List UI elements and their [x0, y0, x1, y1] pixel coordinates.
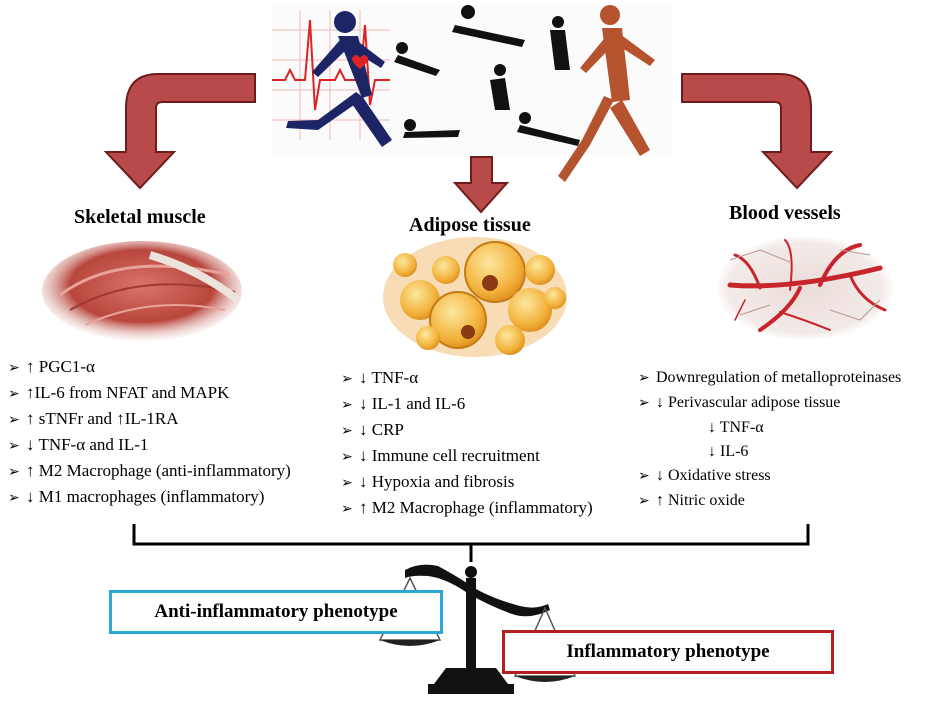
adipose-tissue-title: Adipose tissue — [409, 214, 531, 236]
effect-text: ↓ TNF-α — [359, 368, 419, 387]
bullet-arrow-icon: ➢ — [638, 396, 650, 411]
bullet-arrow-icon: ➢ — [8, 465, 20, 480]
blood-vessels-image — [717, 236, 893, 340]
effect-item: ➢ ↓ IL-1 and IL-6 — [341, 392, 593, 418]
skeletal-muscle-title: Skeletal muscle — [74, 206, 206, 228]
skeletal-muscle-image — [42, 241, 242, 341]
effect-text: Downregulation of metalloproteinases — [656, 369, 902, 386]
bullet-arrow-icon: ➢ — [341, 398, 353, 413]
bullet-arrow-icon: ➢ — [8, 439, 20, 454]
heart-icon — [352, 55, 368, 69]
arrow-center — [452, 156, 510, 214]
anti-inflammatory-phenotype-label: Anti-inflammatory phenotype — [154, 601, 398, 622]
effect-text: ↑ sTNFr and ↑IL-1RA — [26, 409, 179, 428]
ecg-trace — [272, 19, 390, 111]
bullet-arrow-icon: ➢ — [341, 424, 353, 439]
anti-inflammatory-phenotype-box: Anti-inflammatory phenotype — [109, 590, 443, 634]
bullet-arrow-icon: ➢ — [638, 469, 650, 484]
arrow-left — [103, 73, 256, 190]
bullet-arrow-icon: ➢ — [8, 387, 20, 402]
exercise-silhouettes — [394, 5, 580, 146]
effect-text: ↓ Oxidative stress — [656, 467, 771, 484]
bullet-arrow-icon: ➢ — [341, 372, 353, 387]
effect-text: ↓ Hypoxia and fibrosis — [359, 472, 515, 491]
effect-text: ↓ IL-6 — [708, 443, 749, 460]
effect-text: ↑ M2 Macrophage (inflammatory) — [359, 498, 593, 517]
bullet-arrow-icon: ➢ — [8, 413, 20, 428]
effect-text: ↑ PGC1-α — [26, 357, 95, 376]
effect-text: ↑ Nitric oxide — [656, 492, 745, 509]
effect-item: ➢ ↓ TNF-α — [341, 366, 593, 392]
bullet-arrow-icon: ➢ — [341, 450, 353, 465]
effect-item: ➢ ↓ Hypoxia and fibrosis — [341, 470, 593, 496]
effect-item: ↓ TNF-α — [638, 416, 901, 440]
effect-item: ➢ ↑ M2 Macrophage (inflammatory) — [341, 496, 593, 522]
effect-text: ↓ Immune cell recruitment — [359, 446, 540, 465]
balance-scale-icon — [378, 564, 577, 694]
effect-text: ↑ M2 Macrophage (anti-inflammatory) — [26, 461, 291, 480]
exercise-montage — [272, 5, 672, 182]
runner-silhouette — [286, 11, 392, 147]
effect-text: ↓ CRP — [359, 420, 404, 439]
effect-text: ↓ TNF-α — [708, 419, 764, 436]
anatomy-runner — [558, 5, 655, 182]
effect-item: ➢ ↓ Perivascular adipose tissue — [638, 391, 901, 416]
effect-item: ➢ ↓ M1 macrophages (inflammatory) — [8, 485, 291, 511]
effect-item: ➢ ↓ CRP — [341, 418, 593, 444]
inflammatory-phenotype-label: Inflammatory phenotype — [566, 641, 770, 662]
effect-item: ➢ ↑ Nitric oxide — [638, 489, 901, 514]
adipose-tissue-effects-list: ➢ ↓ TNF-α ➢ ↓ IL-1 and IL-6 ➢ ↓ CRP ➢ ↓ Immune … — [341, 366, 593, 522]
effect-item: ➢ ↑ PGC1-α — [8, 355, 291, 381]
arrow-right — [681, 73, 834, 190]
effect-text: ↓ Perivascular adipose tissue — [656, 394, 841, 411]
effect-item: ↓ IL-6 — [638, 440, 901, 464]
effect-item: ➢ ↑ sTNFr and ↑IL-1RA — [8, 407, 291, 433]
effect-text: ↑IL-6 from NFAT and MAPK — [26, 383, 230, 402]
bullet-arrow-icon: ➢ — [8, 361, 20, 376]
bullet-arrow-icon: ➢ — [8, 491, 20, 506]
skeletal-muscle-effects-list: ➢ ↑ PGC1-α ➢ ↑IL-6 from NFAT and MAPK ➢ ↑ sTN… — [8, 355, 291, 511]
effect-item: ➢ ↑IL-6 from NFAT and MAPK — [8, 381, 291, 407]
effect-text: ↓ TNF-α and IL-1 — [26, 435, 149, 454]
inflammatory-phenotype-box: Inflammatory phenotype — [502, 630, 834, 674]
effect-text: ↓ IL-1 and IL-6 — [359, 394, 466, 413]
effect-item: ➢ ↓ TNF-α and IL-1 — [8, 433, 291, 459]
effect-item: ➢ ↓ Oxidative stress — [638, 464, 901, 489]
summary-bracket — [132, 524, 810, 562]
adipose-tissue-image — [383, 237, 567, 357]
bullet-arrow-icon: ➢ — [638, 494, 650, 509]
bullet-arrow-icon: ➢ — [341, 476, 353, 491]
effect-item: ➢ ↑ M2 Macrophage (anti-inflammatory) — [8, 459, 291, 485]
effect-item: ➢ Downregulation of metalloproteinases — [638, 366, 901, 391]
bullet-arrow-icon: ➢ — [341, 502, 353, 517]
blood-vessels-effects-list: ➢ Downregulation of metalloproteinases ➢ ↓ … — [638, 366, 901, 514]
bullet-arrow-icon: ➢ — [638, 371, 650, 386]
effect-text: ↓ M1 macrophages (inflammatory) — [26, 487, 265, 506]
blood-vessels-title: Blood vessels — [729, 202, 841, 224]
effect-item: ➢ ↓ Immune cell recruitment — [341, 444, 593, 470]
